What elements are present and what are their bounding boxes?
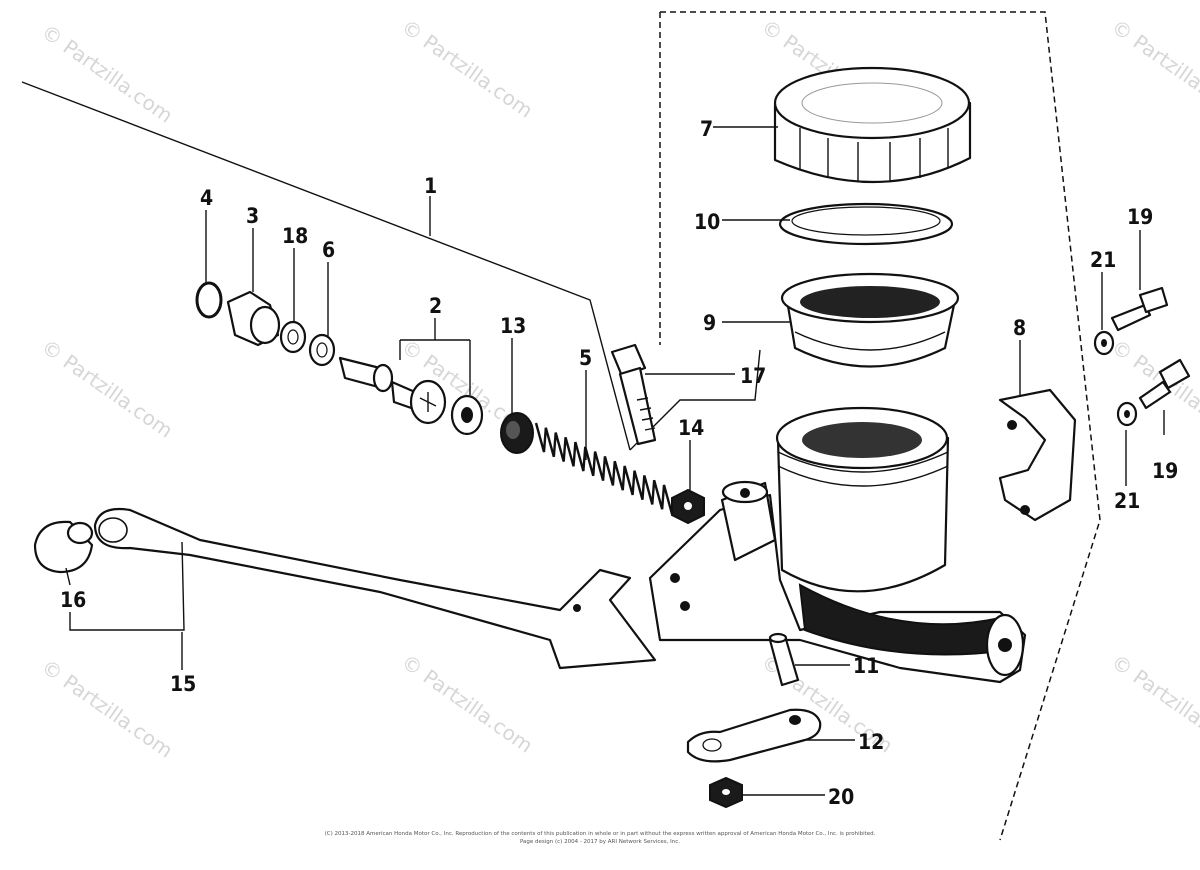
callout-2: 2 [429,294,442,318]
part-10-diaphragm-plate [778,202,954,246]
callout-15: 15 [170,672,196,696]
watermark: © Partzilla.com [397,14,537,122]
watermark: © Partzilla.com [1107,649,1200,757]
callout-21-lower: 21 [1114,489,1140,513]
watermark: © Partzilla.com [397,649,537,757]
callout-8: 8 [1013,316,1026,340]
part-9-diaphragm [780,272,960,368]
part-3-piston-boot [226,290,281,347]
assembly-bracket-1 [21,81,761,451]
callout-14: 14 [678,416,704,440]
callout-5: 5 [579,346,592,370]
leader-lines [65,126,1165,796]
part-19-bolt-upper [1110,286,1169,332]
callout-19-upper: 19 [1127,205,1153,229]
watermark: © Partzilla.com [37,654,177,762]
callout-6: 6 [322,238,335,262]
callout-13: 13 [500,314,526,338]
copyright-line-2: Page design (c) 2004 - 2017 by ARI Netwo… [520,839,680,845]
part-14-check-valve [671,488,705,525]
callout-7: 7 [700,117,713,141]
callout-4: 4 [200,186,213,210]
part-7-reservoir-cap [773,66,972,184]
assembly-boundary [659,11,1101,841]
callout-12: 12 [858,730,884,754]
part-4-circlip [195,281,223,319]
part-15-brake-lever [93,507,657,670]
master-cylinder-body [648,406,1027,684]
callout-10: 10 [694,210,720,234]
part-17-pivot-bolt [610,343,657,446]
part-11-pin [768,632,800,687]
callout-16: 16 [60,588,86,612]
copyright-line-1: (C) 2013-2018 American Honda Motor Co., … [325,831,876,837]
part-21-washer-upper [1093,330,1115,356]
part-12-plate [686,708,822,763]
callout-21-upper: 21 [1090,248,1116,272]
part-5-spring [534,422,674,515]
part-19-bolt-lower [1138,358,1191,410]
part-13-primary-cup [500,412,534,454]
watermark: © Partzilla.com [37,334,177,442]
part-6-washer [308,333,336,367]
part-20-nut [709,776,743,809]
callout-20: 20 [828,785,854,809]
part-16-lever-pivot-cap [33,520,94,574]
part-2-piston-set [338,356,484,436]
callout-18: 18 [282,224,308,248]
part-18-washer [279,320,307,354]
watermark: © Partzilla.com [1107,14,1200,122]
callout-3: 3 [246,204,259,228]
watermark: © Partzilla.com [37,19,177,127]
callout-19-lower: 19 [1152,459,1178,483]
callout-9: 9 [703,311,716,335]
part-21-washer-lower [1116,401,1138,427]
part-8-master-cylinder-holder [998,388,1077,522]
callout-17: 17 [740,364,766,388]
callout-11: 11 [853,654,879,678]
callout-labels: 1 2 3 4 5 6 7 8 9 10 11 12 13 14 15 16 1… [60,117,1178,809]
callout-1: 1 [424,174,437,198]
